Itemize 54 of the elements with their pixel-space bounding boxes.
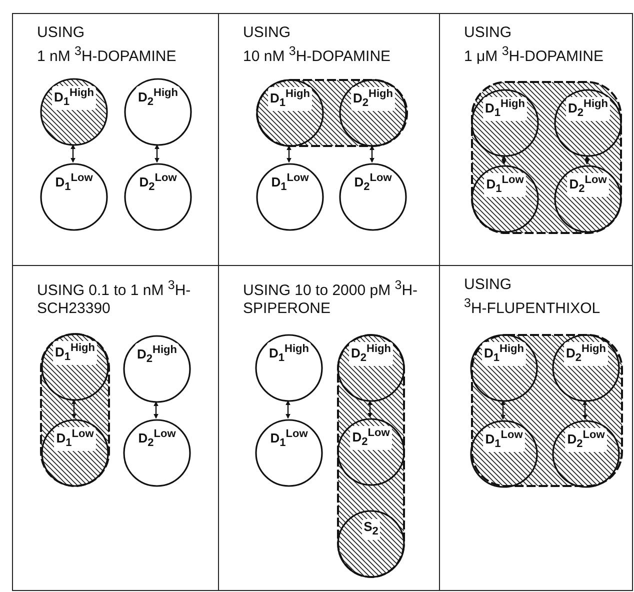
receptor-circle [339,163,407,231]
receptor-circle [124,163,192,231]
equilibrium-arrow [154,401,158,419]
panel-heading: USING 10 to 2000 pM $^{3}$H-SPIPERONE [243,277,419,318]
panel-heading: 10 nM $^{3}$H-DOPAMINE [243,43,391,66]
receptor-circle [470,420,538,488]
receptor-circle [40,78,108,146]
binding-region [471,334,623,487]
panel-heading: USING 0.1 to 1 nM $^{3}$H-SCH23390 [37,277,192,318]
panel-heading: USING [243,24,292,42]
receptor-circle [41,333,109,401]
receptor-circle [256,79,324,147]
equilibrium-arrow [584,155,590,165]
equilibrium-arrow [368,400,372,418]
receptor-circle [554,89,622,157]
receptor-circle [256,163,324,231]
equilibrium-arrow [72,399,76,419]
receptor-circle [471,165,539,233]
equilibrium-arrow [370,145,374,163]
receptor-circle [124,78,192,146]
receptor-circle [471,89,539,157]
equilibrium-arrow [154,144,160,163]
panel-heading: USING [464,276,513,294]
panel-heading: USING [37,24,86,42]
panel-heading: 1 nM $^{3}$H-DOPAMINE [37,43,176,66]
equilibrium-arrow [70,144,76,163]
receptor-circle [337,418,405,486]
panel [439,13,633,266]
receptor-circle [552,334,620,402]
receptor-circle [123,335,191,403]
receptor-label: S$_{2}$ [362,519,380,540]
panel [12,13,219,266]
equilibrium-arrow [582,400,588,420]
receptor-circle [337,334,405,402]
receptor-circle [123,419,191,487]
panel-heading: USING [464,24,513,42]
panel-heading: 1 μM $^{3}$H-DOPAMINE [464,43,604,66]
receptor-circle [470,334,538,402]
receptor-circle [255,419,323,487]
receptor-circle [552,420,620,488]
panel [12,265,219,591]
equilibrium-arrow [286,400,290,419]
equilibrium-arrow [286,145,292,163]
panel-heading: $^{3}$H-FLUPENTHIXOL [464,295,600,318]
equilibrium-arrow [502,155,506,165]
equilibrium-arrow [500,400,506,420]
receptor-circle [339,79,407,147]
binding-region [471,81,622,234]
receptor-circle [41,419,109,487]
receptor-circle [40,163,108,231]
receptor-circle [337,510,405,578]
receptor-circle [255,334,323,402]
panel [439,265,633,591]
receptor-circle [554,165,622,233]
